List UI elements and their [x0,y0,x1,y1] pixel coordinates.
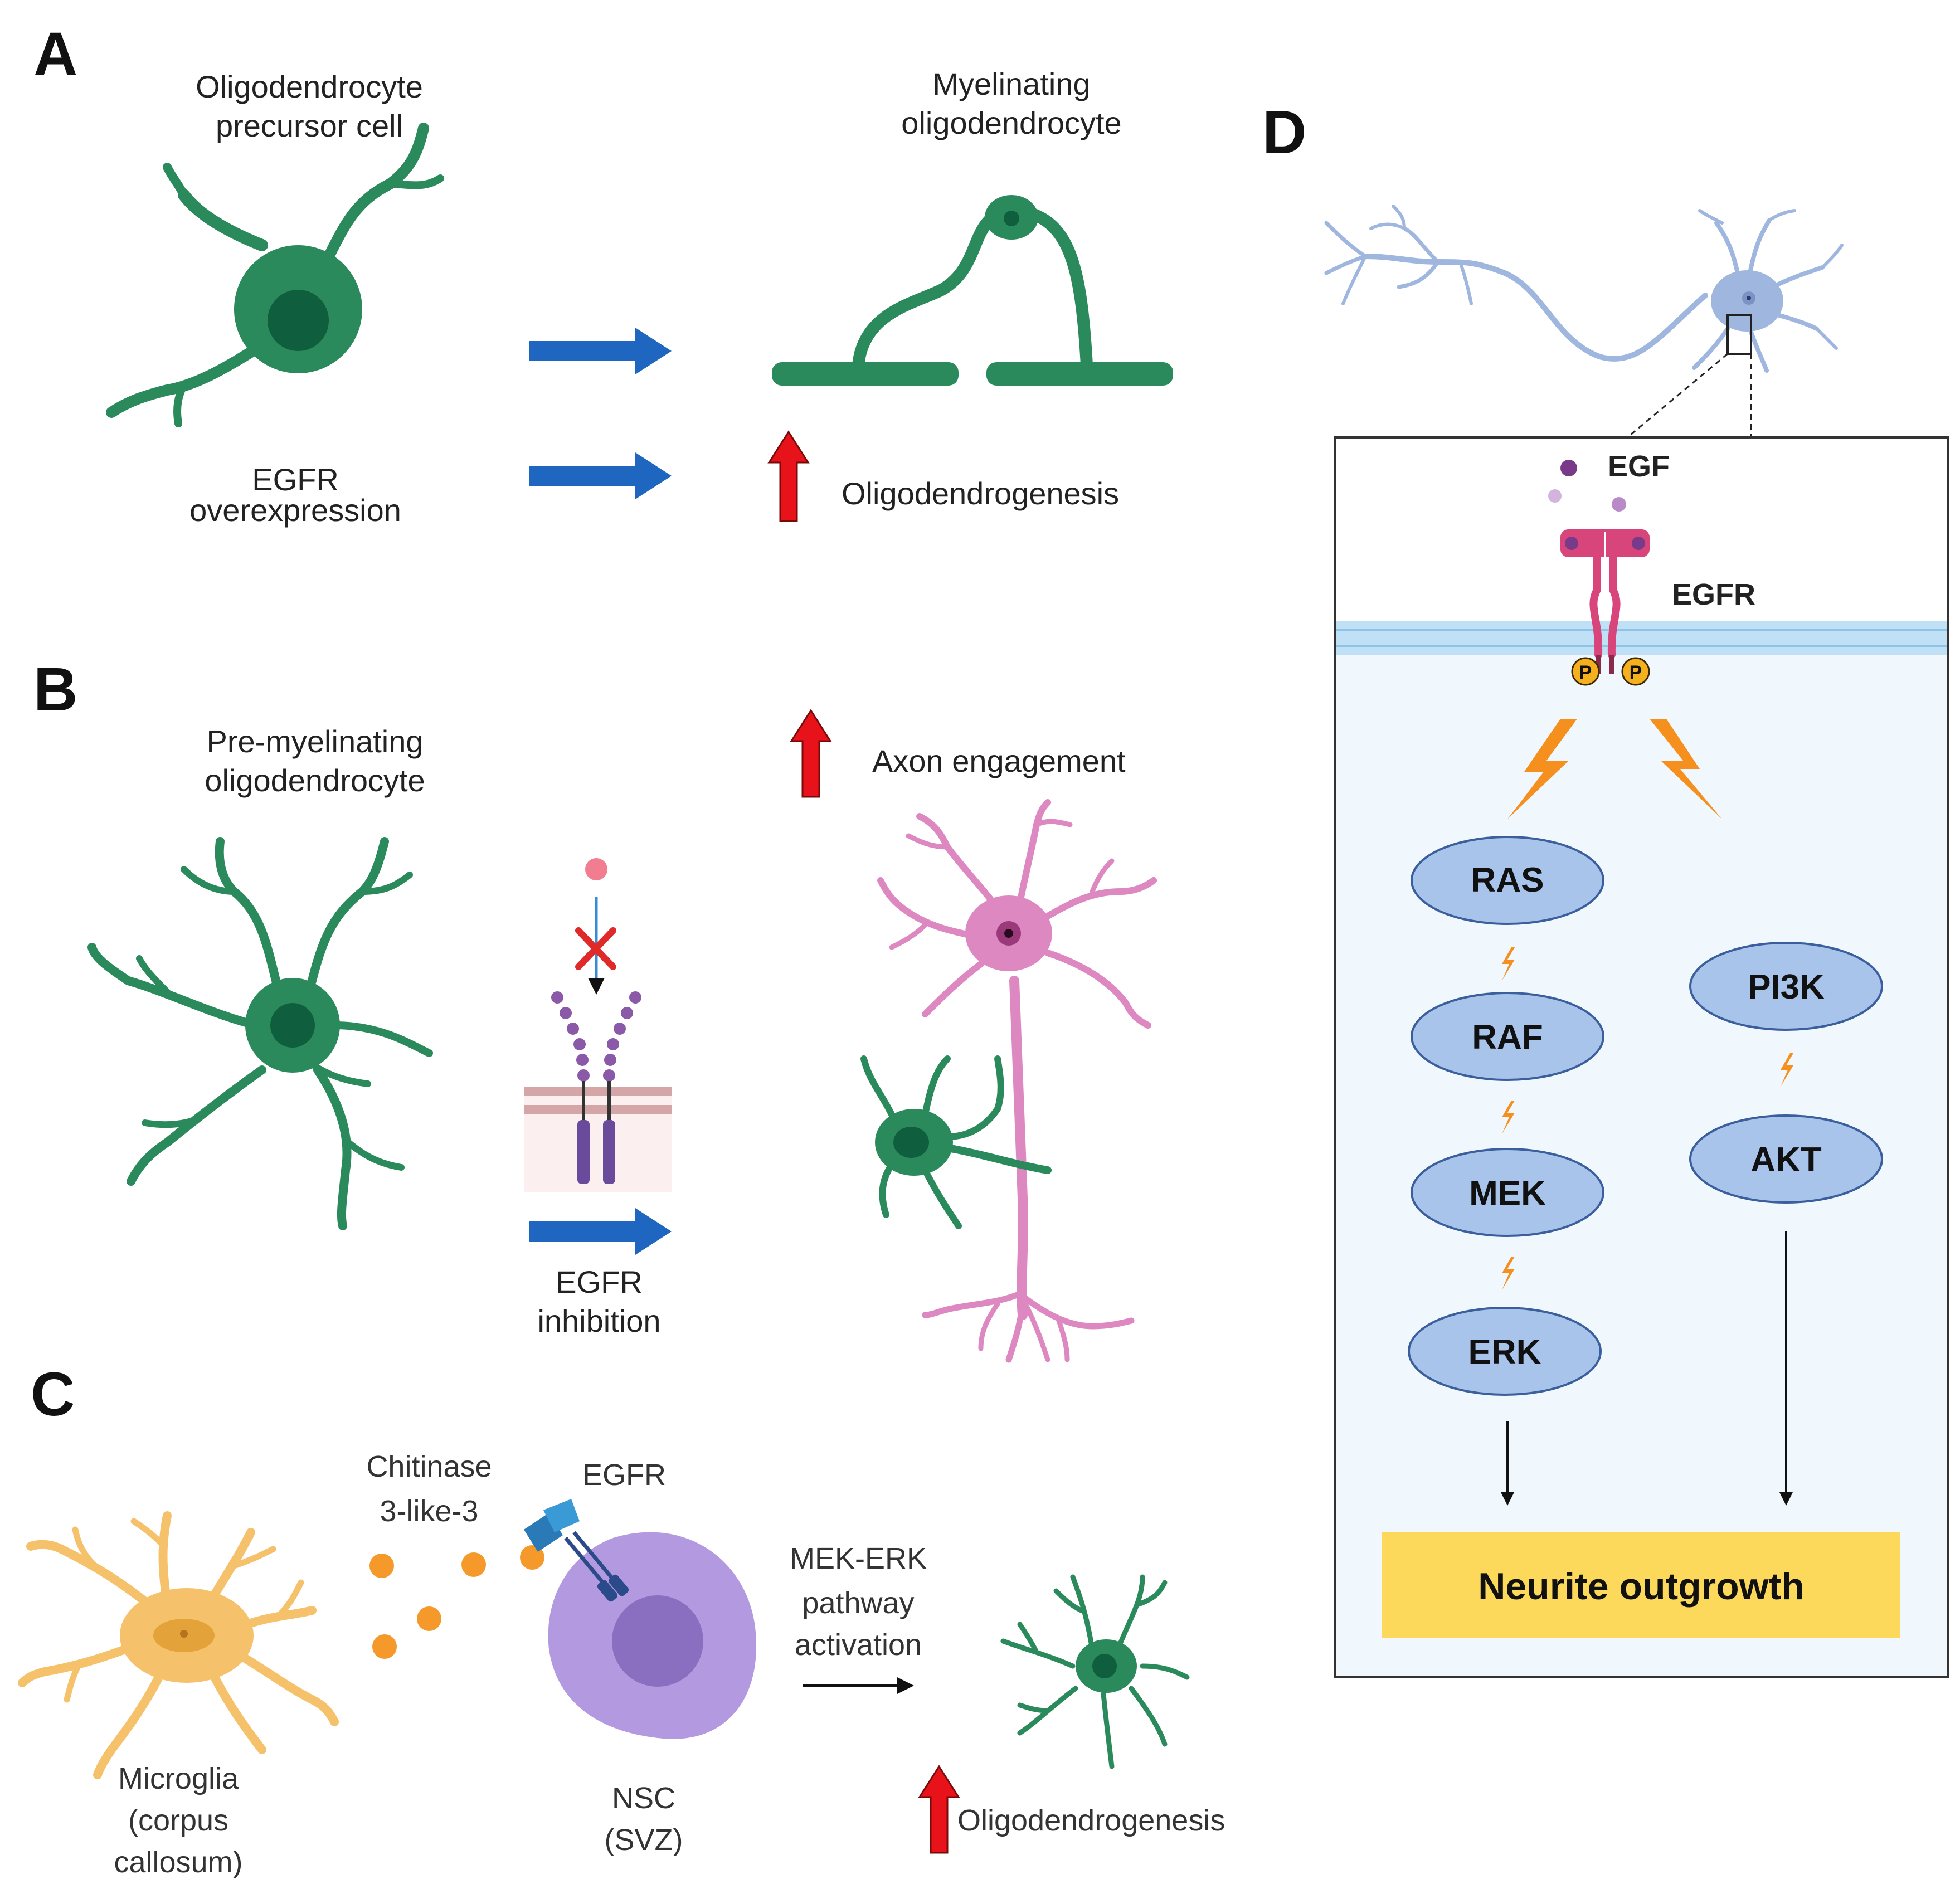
myelinating-label-line1: Myelinating [932,66,1090,101]
panel-d-letter: D [1262,98,1306,167]
axon-engagement-label: Axon engagement [872,743,1126,778]
bolt-left-icon [1507,719,1577,819]
bolt-mek-erk-icon [1502,1257,1515,1290]
block-x-icon [575,927,616,970]
mek-label: MEK [1469,1174,1546,1213]
phospho-right-label: P [1630,662,1642,683]
egfr-inhibition-line1: EGFR [556,1264,643,1299]
phospho-left-label: P [1579,662,1592,683]
outcome-label: Neurite outgrowth [1478,1565,1805,1608]
akt-node [1689,1114,1883,1204]
phospho-left [1571,657,1600,686]
blue-arrow-a-bottom [529,452,672,499]
opc-cell-illustration [106,123,444,427]
egfr-inhibition-illustration [524,858,672,1192]
bolt-ras-raf-icon [1502,947,1515,981]
premyelin-label-line1: Pre-myelinating [206,724,423,759]
zoom-inset-box [1726,314,1752,355]
egfr-d-label: EGFR [1672,578,1755,611]
akt-label: AKT [1750,1141,1822,1179]
nsc-label-line1: NSC [612,1781,675,1815]
myelinating-oligo-illustration [772,195,1173,386]
blue-arrow-a-top [529,328,672,374]
panel-a-letter: A [33,20,77,89]
bolt-pi3k-akt-icon [1781,1053,1793,1087]
egfr-overexpression-line2: overexpression [189,493,401,528]
pi3k-label: PI3K [1748,968,1825,1006]
opc-label-line1: Oligodendrocyte [196,69,423,104]
myelinating-label-line2: oligodendrocyte [901,105,1121,140]
panel-c: C Microglia (corpus callosum) Chitinase … [18,1360,1225,1879]
opc-label-line2: precursor cell [216,108,403,143]
pathway-label-line3: activation [795,1628,922,1662]
panel-a: A Oligodendrocyte precursor cell Myelina… [33,20,1173,528]
small-oligo-illustration [860,1055,1052,1229]
ligand-dot [585,858,607,880]
opc-nucleus [268,290,329,351]
ras-node [1411,836,1604,925]
phospho-right [1621,657,1650,686]
oligo-c-illustration [1000,1574,1190,1769]
oligodendrogenesis-c-label: Oligodendrogenesis [957,1804,1225,1837]
chitinase-dots [369,1545,544,1659]
red-up-arrow-c [918,1765,960,1854]
pink-neuron-illustration [877,799,1157,1363]
erk-label: ERK [1468,1333,1541,1371]
egfr-c-label: EGFR [582,1458,666,1492]
red-up-arrow-a [767,430,810,522]
raf-node [1411,992,1604,1081]
egfr-inhibition-line2: inhibition [537,1303,660,1338]
microglia-label-line2: (corpus [128,1804,228,1837]
egf-ligand-dot [1560,460,1577,476]
nsc-nucleus [612,1595,703,1687]
microglia-label-line3: callosum) [114,1846,242,1879]
red-up-arrow-b [790,709,832,798]
panel-b: B Pre-myelinating oligodendrocyte [33,655,1157,1363]
pi3k-node [1689,942,1883,1031]
egfr-c-receptor [524,1499,629,1602]
nsc-label-line2: (SVZ) [605,1823,683,1857]
blue-arrow-b [529,1208,672,1255]
outcome-box [1382,1532,1900,1638]
egf-label: EGF [1608,450,1670,483]
erk-node [1408,1307,1602,1396]
chitinase-label-line2: 3-like-3 [380,1494,478,1528]
raf-label: RAF [1472,1018,1543,1057]
premyelin-label-line2: oligodendrocyte [205,763,425,798]
pathway-label-line2: pathway [802,1586,914,1620]
panel-c-letter: C [31,1360,75,1429]
microglia-label-line1: Microglia [118,1762,239,1795]
premyelin-oligo-illustration [87,837,433,1230]
pathway-label-line1: MEK-ERK [790,1542,927,1575]
bolt-raf-mek-icon [1502,1101,1515,1134]
bolt-right-icon [1650,719,1722,819]
egfr-d-receptor [1560,529,1650,674]
ras-label: RAS [1471,861,1544,899]
panel-b-letter: B [33,655,77,724]
mek-node [1411,1148,1604,1237]
premyelin-nucleus [270,1003,315,1048]
oligodendrogenesis-a-label: Oligodendrogenesis [842,476,1119,511]
egfr-overexpression-line1: EGFR [252,462,339,497]
panel-d: D [1262,98,1949,1678]
chitinase-label-line1: Chitinase [366,1450,492,1483]
cell-membrane [1336,621,1947,655]
